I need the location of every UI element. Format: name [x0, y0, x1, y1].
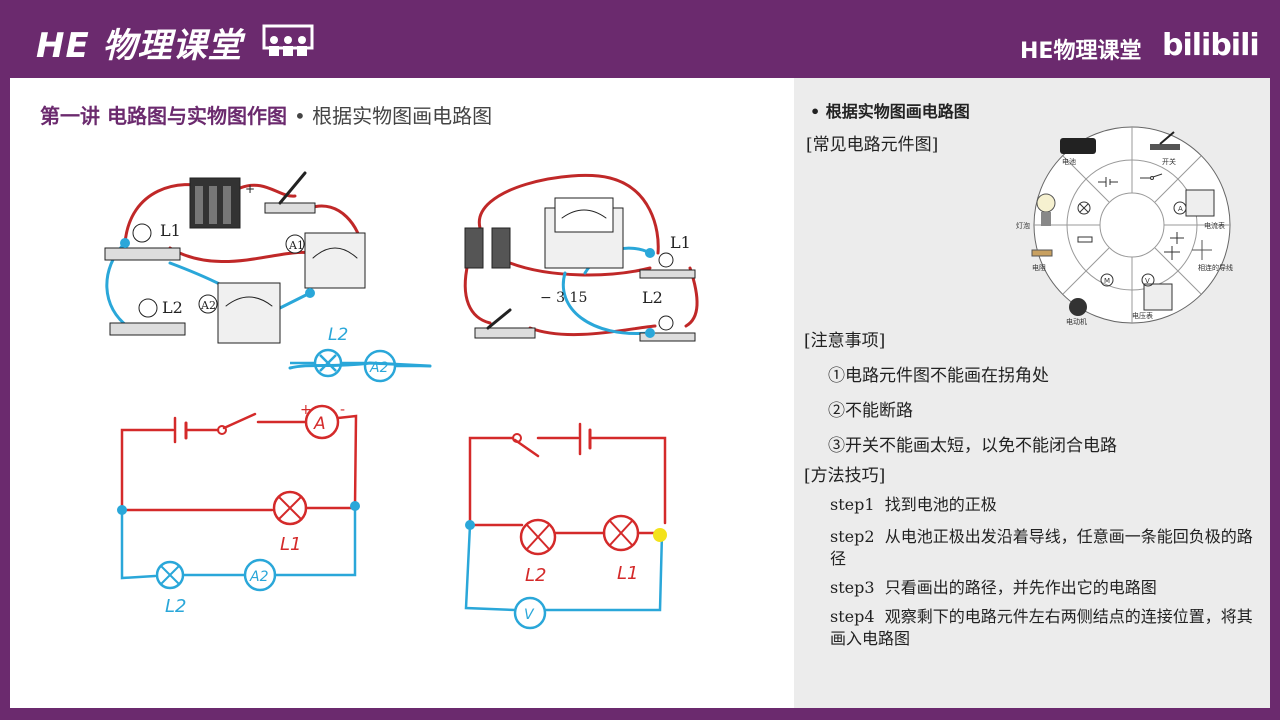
- svg-text:A: A: [1178, 205, 1183, 213]
- step-2-text: 从电池正极出发沿着导线，任意画一条能回负极的路径: [830, 527, 1253, 568]
- wheel-label-motor: 电动机: [1066, 317, 1087, 326]
- wheel-label-battery: 电池: [1062, 157, 1076, 166]
- note-3: ③开关不能画太短，以免不能闭合电路: [828, 436, 1117, 456]
- hw-d3-L1: L1: [617, 563, 638, 584]
- hw-d2-minus: -: [340, 402, 345, 418]
- hw-d1-A2: A2: [369, 360, 389, 376]
- fig2-scale: − 3 15: [540, 290, 587, 306]
- hw-d2-plus: +: [300, 402, 312, 418]
- step-3-text: 只看画出的路径，并先作出它的电路图: [884, 578, 1157, 597]
- fig1-plus: +: [245, 182, 255, 196]
- wheel-label-voltmeter: 电压表: [1132, 311, 1153, 320]
- page-title: 第一讲 电路图与实物图作图 • 根据实物图画电路图: [40, 100, 492, 129]
- notes-label: [注意事项]: [804, 331, 886, 351]
- brand-right: HE物理课堂: [1020, 39, 1142, 64]
- step-4-text: 观察剩下的电路元件左右两侧结点的连接位置，将其画入电路图: [830, 607, 1253, 648]
- step-1-key: step1: [830, 495, 875, 514]
- step-1-text: 找到电池的正极: [884, 495, 997, 514]
- hw-d3-V: V: [524, 607, 535, 623]
- circuit-drawings: L1 L2 A1 A2 + L2 A2: [104, 171, 699, 630]
- fig1-L1: L1: [160, 221, 181, 240]
- step-2-key: step2: [830, 527, 875, 546]
- wheel-label-bulb: 灯泡: [1016, 221, 1030, 230]
- step-1: step1 找到电池的正极: [830, 494, 1260, 516]
- title-sub: • 根据实物图画电路图: [293, 104, 493, 128]
- note-2: ②不能断路: [828, 401, 913, 421]
- components-wheel: A M V 电池 开关 灯泡 电流表 电阻 电动机 电压表 相连的导线: [1016, 126, 1233, 326]
- step-3: step3 只看画出的路径，并先作出它的电路图: [830, 577, 1260, 599]
- hw-d2-A2: A2: [249, 569, 269, 585]
- fig1-L2: L2: [162, 298, 183, 317]
- wheel-label-switch: 开关: [1162, 157, 1176, 166]
- hw-d3-L2: L2: [525, 565, 546, 586]
- components-label: [常见电路元件图]: [806, 135, 939, 155]
- circuit-diagram-1: [117, 404, 360, 592]
- wheel-label-wire: 相连的导线: [1198, 263, 1233, 272]
- bilibili-logo: bilibili: [1162, 28, 1260, 63]
- circuit-diagram-2: [464, 422, 667, 630]
- side-panel: • 根据实物图画电路图 [常见电路元件图] A: [794, 78, 1270, 708]
- method-label: [方法技巧]: [804, 466, 886, 486]
- step-4-key: step4: [830, 607, 875, 626]
- note-1: ①电路元件图不能画在拐角处: [828, 366, 1049, 386]
- fig1-A1: A1: [288, 239, 304, 252]
- fig2-L1: L1: [670, 233, 691, 252]
- physical-circuit-2: [463, 174, 699, 342]
- main-slide: 第一讲 电路图与实物图作图 • 根据实物图画电路图: [10, 78, 794, 708]
- wheel-label-ammeter: 电流表: [1204, 221, 1225, 230]
- title-bold: 第一讲 电路图与实物图作图: [40, 104, 287, 128]
- fig1-A2: A2: [200, 299, 216, 312]
- hw-d2-L1: L1: [280, 534, 301, 555]
- course-logo-text: HE 物理课堂: [36, 26, 243, 66]
- step-3-key: step3: [830, 578, 875, 597]
- side-bullet-title: • 根据实物图画电路图: [810, 102, 970, 121]
- hw-d1-L2: L2: [328, 325, 348, 345]
- header-bar: HE 物理课堂 HE物理课堂 bilibili: [0, 0, 1280, 78]
- step-4: step4 观察剩下的电路元件左右两侧结点的连接位置，将其画入电路图: [830, 606, 1260, 650]
- physical-circuit-1: [104, 171, 432, 370]
- svg-text:M: M: [1104, 277, 1110, 285]
- fig2-L2: L2: [642, 288, 663, 307]
- hw-d2-A: A: [313, 414, 326, 434]
- svg-text:V: V: [1145, 277, 1150, 285]
- step-2: step2 从电池正极出发沿着导线，任意画一条能回负极的路径: [830, 526, 1260, 570]
- wheel-label-resistor: 电阻: [1032, 263, 1046, 272]
- hw-d2-L2: L2: [165, 596, 186, 617]
- handwritten-series-1: [290, 348, 430, 383]
- classroom-icon: [262, 24, 314, 56]
